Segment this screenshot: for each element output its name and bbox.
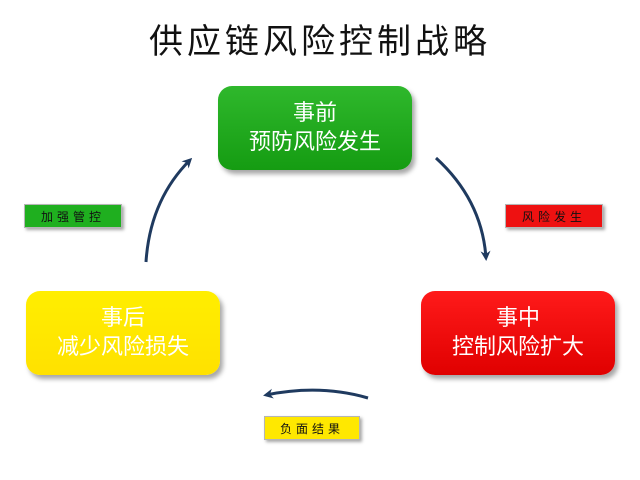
stage-during-box: 事中 控制风险扩大 bbox=[421, 291, 615, 375]
stage-after-box: 事后 减少风险损失 bbox=[26, 291, 220, 375]
stage-before-desc: 预防风险发生 bbox=[248, 130, 381, 155]
stage-after-desc: 减少风险损失 bbox=[56, 335, 189, 360]
arrow-after-to-before bbox=[144, 157, 193, 263]
stage-during-title: 事中 bbox=[495, 306, 540, 331]
stage-during-desc: 控制风险扩大 bbox=[451, 335, 584, 360]
tag-negative-result: 负面结果 bbox=[264, 416, 360, 440]
tag-risk-occurs: 风险发生 bbox=[505, 204, 603, 228]
diagram-title: 供应链风险控制战略 bbox=[149, 22, 491, 62]
stage-before-title: 事前 bbox=[292, 101, 337, 126]
stage-after-title: 事后 bbox=[100, 306, 145, 331]
stage-before-box: 事前 预防风险发生 bbox=[218, 86, 412, 170]
arrow-before-to-during bbox=[434, 156, 491, 261]
tag-strengthen-control: 加强管控 bbox=[24, 204, 122, 228]
arrow-during-to-after bbox=[263, 388, 369, 400]
